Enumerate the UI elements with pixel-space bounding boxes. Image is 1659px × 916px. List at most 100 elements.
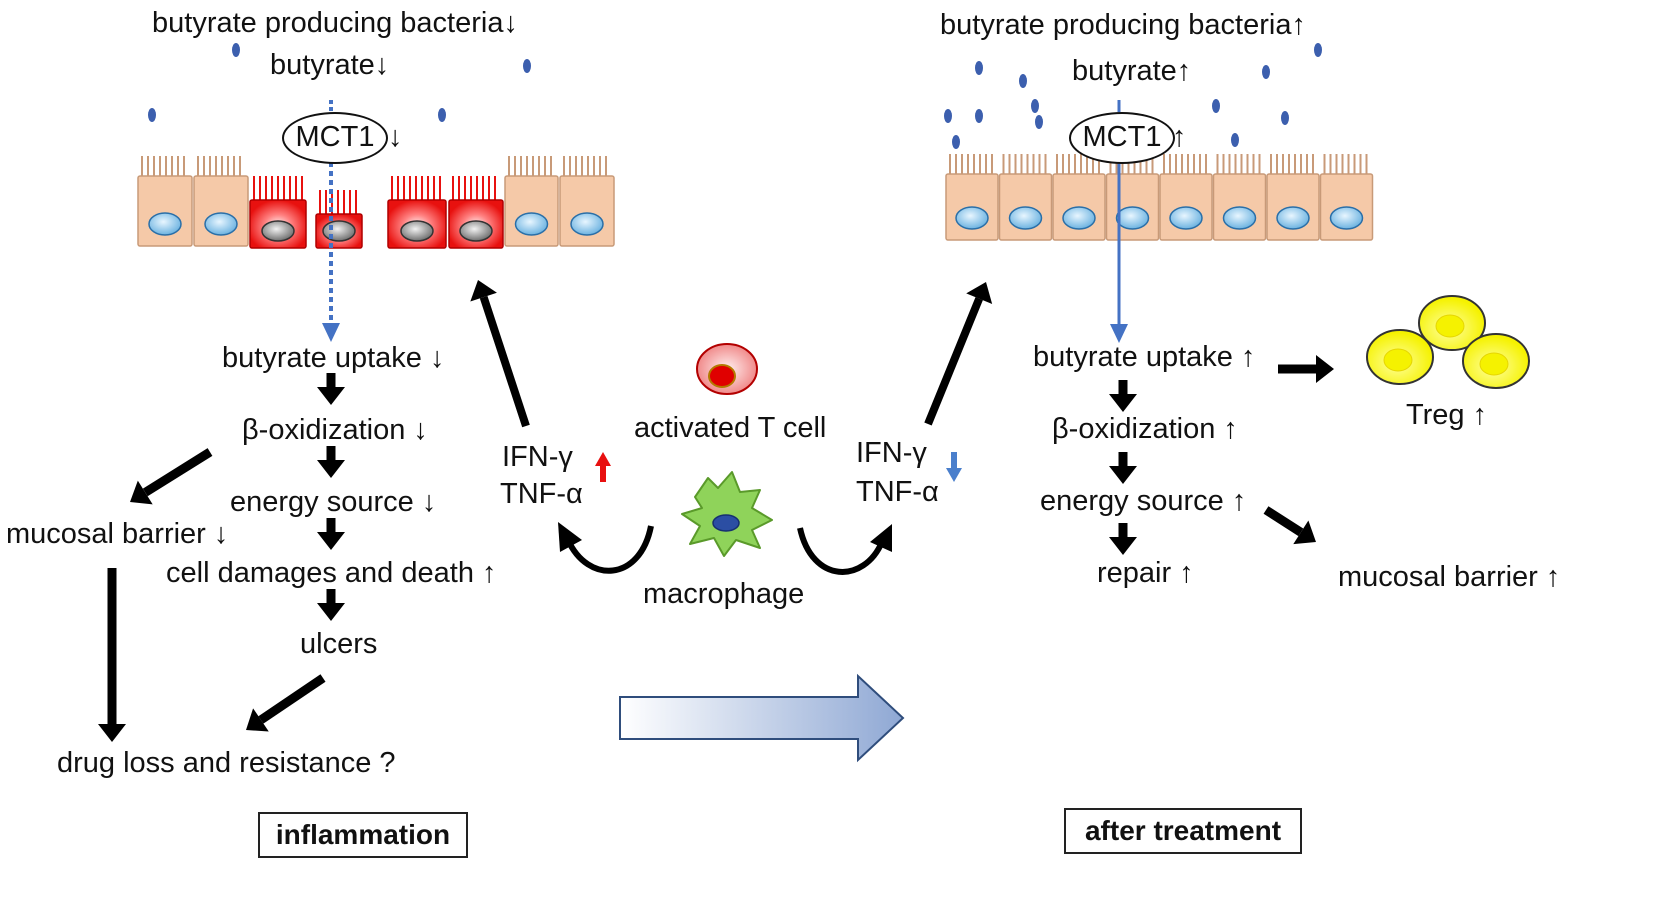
inflamed-nucleus	[322, 220, 356, 242]
treg-nucleus	[1383, 348, 1413, 372]
curved-arrow-right	[797, 527, 885, 575]
inflamed-cell	[387, 176, 447, 249]
left-uptake-label: butyrate uptake ↓	[222, 342, 445, 374]
cell-nucleus	[148, 212, 182, 236]
right-uptake-arrowhead	[1110, 324, 1128, 343]
microvilli	[391, 176, 441, 202]
cell-nucleus	[1008, 206, 1043, 230]
left-mct1-arrow: ↓	[388, 121, 403, 153]
cell-nucleus	[570, 212, 604, 236]
butyrate-dot	[232, 43, 240, 57]
butyrate-dot	[975, 61, 983, 75]
butyrate-dot	[952, 135, 960, 149]
right-butyrate-label: butyrate↑	[1072, 55, 1192, 87]
butyrate-dot	[944, 109, 952, 123]
epithelium-inflamed	[137, 156, 615, 249]
macrophage-label: macrophage	[643, 578, 805, 610]
left-butyrate-label: butyrate↓	[270, 49, 390, 81]
arrow-damage-to-ulcers-head	[317, 603, 345, 621]
arrow-ulcers-to-drug-head	[246, 708, 269, 732]
arrow-r-oxidization-to-energy-head	[1109, 466, 1137, 484]
microvilli	[319, 190, 357, 216]
left-ulcers-label: ulcers	[300, 628, 378, 660]
curved-arrow-left	[565, 525, 654, 574]
left-uptake-arrowhead	[322, 323, 340, 342]
arrow-oxidization-to-mucosal-head	[130, 480, 153, 505]
butyrate-dot	[523, 59, 531, 73]
inflamed-nucleus	[459, 220, 493, 242]
ifn-gamma-label-left: IFN-γ	[502, 441, 573, 473]
treg-nucleus	[1435, 314, 1465, 338]
transition-arrow	[619, 673, 905, 763]
right-mct1-transporter: MCT1	[1069, 112, 1175, 164]
arrow-cytokines-to-epithelium-right-head	[966, 282, 993, 304]
tnf-alpha-label-left: TNF-α	[500, 478, 583, 510]
inflamed-cell	[249, 176, 307, 249]
arrow-cytokines-to-epithelium-right	[924, 297, 983, 426]
cell-nucleus	[1062, 206, 1096, 230]
butyrate-dot	[1314, 43, 1322, 57]
curved-arrow-right-head	[870, 524, 892, 552]
left-mct1-transporter: MCT1	[282, 112, 388, 164]
right-mucosal-label: mucosal barrier ↑	[1338, 561, 1561, 593]
cell-nucleus	[955, 206, 989, 230]
butyrate-molecules	[148, 43, 1322, 149]
butyrate-dot	[1031, 99, 1039, 113]
inflammation-state-box: inflammation	[258, 812, 468, 858]
microvilli	[452, 176, 496, 202]
right-uptake-label: butyrate uptake ↑	[1033, 341, 1256, 373]
right-energy-label: energy source ↑	[1040, 485, 1247, 517]
arrow-energy-to-mucosal	[1263, 506, 1304, 537]
arrow-cytokines-to-epithelium-left	[479, 295, 530, 428]
epithelial-cell	[1052, 154, 1106, 241]
cell-nucleus	[1222, 206, 1257, 230]
microvilli	[563, 156, 607, 178]
inflamed-cell	[448, 176, 504, 249]
microvilli	[1109, 154, 1154, 176]
arrow-ulcers-to-drug	[258, 674, 326, 724]
right-oxidization-label: β-oxidization ↑	[1052, 413, 1238, 445]
epithelial-cell	[1159, 154, 1213, 241]
microvilli	[949, 154, 993, 176]
left-energy-label: energy source ↓	[230, 486, 437, 518]
inflamed-nucleus	[400, 220, 434, 242]
epithelial-cell	[504, 156, 559, 247]
cell-nucleus	[204, 212, 238, 236]
cell-nucleus	[1276, 206, 1310, 230]
right-bacteria-label: butyrate producing bacteria↑	[940, 9, 1306, 41]
right-repair-label: repair ↑	[1097, 557, 1194, 589]
butyrate-dot	[1212, 99, 1220, 113]
microvilli	[1270, 154, 1314, 176]
butyrate-dot	[975, 109, 983, 123]
epithelial-cell	[1319, 154, 1374, 241]
microvilli	[1163, 154, 1207, 176]
butyrate-dot	[1231, 133, 1239, 147]
epithelial-cell	[1212, 154, 1267, 241]
butyrate-dot	[1019, 74, 1027, 88]
arrow-energy-to-mucosal-head	[1293, 520, 1316, 545]
left-oxidization-label: β-oxidization ↓	[242, 414, 428, 446]
t-cell-nucleus	[708, 364, 736, 388]
microvilli	[508, 156, 552, 178]
activated-t-cell-label: activated T cell	[634, 412, 827, 444]
left-drug-label: drug loss and resistance ?	[57, 747, 396, 779]
epithelium-healthy	[945, 154, 1374, 241]
cytokine-up-arrow	[595, 452, 611, 482]
cell-nucleus	[1169, 206, 1203, 230]
microvilli	[1216, 154, 1261, 176]
cell-nucleus	[514, 212, 549, 236]
inflamed-nucleus	[261, 220, 295, 242]
pathway-arrows	[98, 100, 1334, 763]
microvilli	[141, 156, 185, 178]
inflamed-cell	[315, 190, 363, 249]
cell-nucleus	[1329, 206, 1364, 230]
microvilli	[253, 176, 303, 202]
macrophage-nucleus	[712, 514, 740, 532]
arrow-mucosal-to-drug-head	[98, 724, 126, 742]
left-damage-label: cell damages and death ↑	[166, 557, 497, 589]
macrophage-body	[681, 471, 773, 557]
arrow-oxidization-to-energy-head	[317, 460, 345, 478]
butyrate-dot	[1281, 111, 1289, 125]
